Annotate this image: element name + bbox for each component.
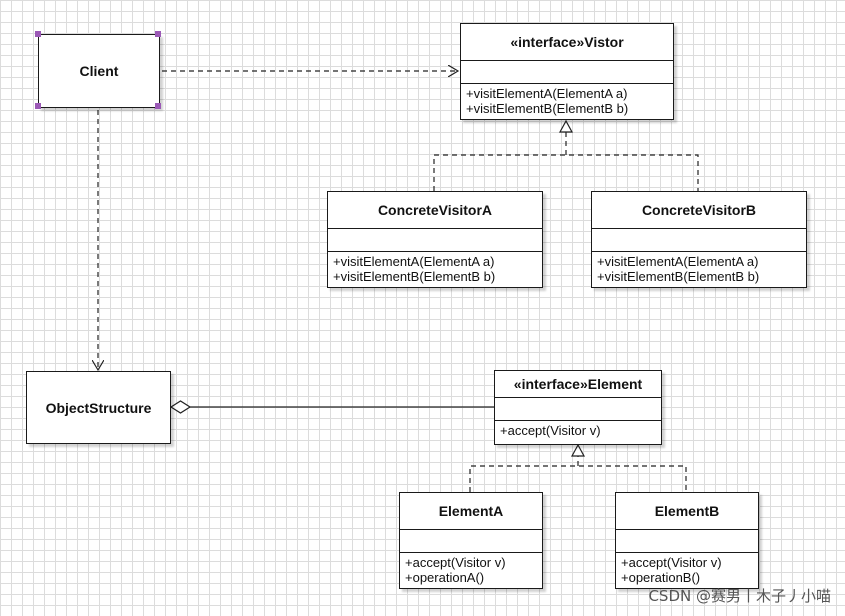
operation: +visitElementB(ElementB b)	[333, 269, 496, 284]
element-a-operations: +accept(Visitor v) +operationA()	[400, 553, 542, 587]
element-interface-class[interactable]: «interface»Element +accept(Visitor v)	[494, 370, 662, 445]
concrete-visitor-a-name: ConcreteVisitorA	[328, 192, 542, 229]
element-interface-attributes	[495, 398, 661, 421]
element-b-class[interactable]: ElementB +accept(Visitor v) +operationB(…	[615, 492, 759, 589]
element-interface-name: «interface»Element	[495, 371, 661, 398]
element-realization-connector	[469, 456, 687, 492]
selection-handle[interactable]	[155, 31, 161, 37]
objectstructure-class[interactable]: ObjectStructure	[26, 371, 171, 444]
visitor-realization-triangle	[558, 119, 574, 133]
concrete-visitor-b-attributes	[592, 229, 806, 252]
operation: +accept(Visitor v)	[500, 423, 601, 438]
watermark: CSDN @赛男丨木子丿小喵	[648, 587, 831, 605]
concrete-visitor-a-operations: +visitElementA(ElementA a) +visitElement…	[328, 252, 542, 286]
concrete-visitor-b-class[interactable]: ConcreteVisitorB +visitElementA(ElementA…	[591, 191, 807, 288]
element-realization-triangle	[570, 443, 586, 457]
visitor-interface-name: «interface»Vistor	[461, 24, 673, 61]
element-b-name: ElementB	[616, 493, 758, 530]
aggregation-diamond	[169, 400, 192, 414]
objectstructure-class-name: ObjectStructure	[45, 399, 152, 416]
concrete-visitor-a-attributes	[328, 229, 542, 252]
selection-handle[interactable]	[155, 103, 161, 109]
operation: +operationA()	[405, 570, 485, 585]
element-a-attributes	[400, 530, 542, 553]
client-class-name: Client	[79, 63, 119, 79]
element-a-name: ElementA	[400, 493, 542, 530]
operation: +visitElementA(ElementA a)	[466, 86, 628, 101]
operation: +operationB()	[621, 570, 701, 585]
visitor-interface-class[interactable]: «interface»Vistor +visitElementA(Element…	[460, 23, 674, 120]
element-b-attributes	[616, 530, 758, 553]
concrete-visitor-b-operations: +visitElementA(ElementA a) +visitElement…	[592, 252, 806, 286]
client-class[interactable]: Client	[38, 34, 160, 108]
element-b-operations: +accept(Visitor v) +operationB()	[616, 553, 758, 587]
visitor-realization-connector	[433, 132, 699, 191]
operation: +visitElementB(ElementB b)	[597, 269, 760, 284]
selection-handle[interactable]	[35, 103, 41, 109]
operation: +accept(Visitor v)	[405, 555, 506, 570]
concrete-visitor-b-name: ConcreteVisitorB	[592, 192, 806, 229]
operation: +visitElementB(ElementB b)	[466, 101, 629, 116]
element-a-class[interactable]: ElementA +accept(Visitor v) +operationA(…	[399, 492, 543, 589]
operation: +accept(Visitor v)	[621, 555, 722, 570]
visitor-interface-operations: +visitElementA(ElementA a) +visitElement…	[461, 84, 673, 118]
concrete-visitor-a-class[interactable]: ConcreteVisitorA +visitElementA(ElementA…	[327, 191, 543, 288]
selection-handle[interactable]	[35, 31, 41, 37]
operation: +visitElementA(ElementA a)	[333, 254, 495, 269]
operation: +visitElementA(ElementA a)	[597, 254, 759, 269]
element-interface-operations: +accept(Visitor v)	[495, 421, 661, 440]
visitor-interface-attributes	[461, 61, 673, 84]
